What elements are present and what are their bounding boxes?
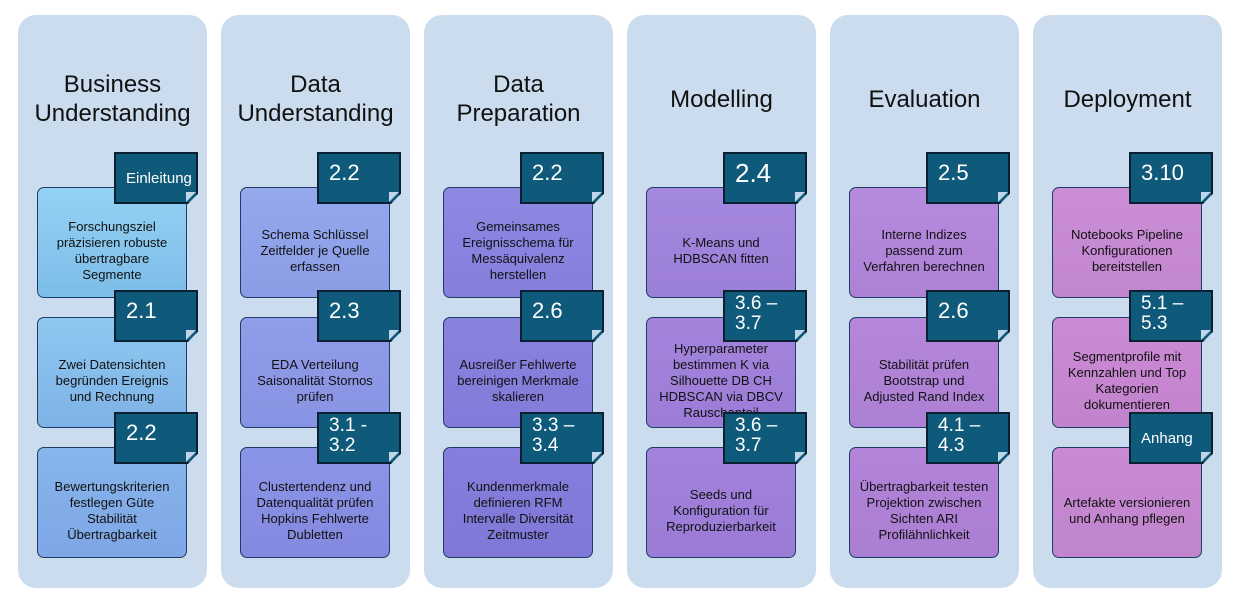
task-text: Stabilität prüfen Bootstrap und Adjusted…	[863, 356, 985, 404]
task-text: Gemeinsames Ereignisschema für Messäquiv…	[462, 218, 574, 282]
phase-title: Data Understanding	[237, 71, 394, 127]
section-tag: 2.3	[317, 290, 401, 342]
task-text: Hyperparameter bestimmen K via Silhouett…	[659, 340, 783, 420]
task-card: Ausreißer Fehlwerte bereinigen Merkmale …	[443, 317, 593, 428]
task-card: Übertragbarkeit testen Projektion zwisch…	[849, 447, 999, 558]
phase-column-data-understanding: Data Understanding Schema Schlüssel Zeit…	[221, 15, 410, 588]
task-text: Notebooks Pipeline Konfigurationen berei…	[1070, 226, 1184, 274]
section-tag: 2.1	[114, 290, 198, 342]
phase-title: Deployment	[1063, 85, 1192, 113]
task-text: Schema Schlüssel Zeitfelder je Quelle er…	[260, 226, 370, 274]
section-tag: 2.2	[520, 152, 604, 204]
phase-column-business-understanding: Business Understanding Forschungsziel pr…	[18, 15, 207, 588]
task-card: Seeds und Konfiguration für Reproduzierb…	[646, 447, 796, 558]
task-text: Forschungsziel präzisieren robuste übert…	[56, 218, 168, 282]
phase-title: Business Understanding	[34, 71, 191, 127]
task-card: Stabilität prüfen Bootstrap und Adjusted…	[849, 317, 999, 428]
phase-column-evaluation: Evaluation Interne Indizes passend zum V…	[830, 15, 1019, 588]
task-text: Interne Indizes passend zum Verfahren be…	[863, 226, 985, 274]
task-card: Interne Indizes passend zum Verfahren be…	[849, 187, 999, 298]
task-card: Clustertendenz und Datenqualität prüfen …	[240, 447, 390, 558]
phase-column-deployment: Deployment Notebooks Pipeline Konfigurat…	[1033, 15, 1222, 588]
section-tag: 2.4	[723, 152, 807, 204]
section-tag: Einleitung	[114, 152, 198, 204]
task-card: Forschungsziel präzisieren robuste übert…	[37, 187, 187, 298]
phase-title: Modelling	[670, 85, 773, 113]
section-tag: 3.6 – 3.7	[723, 290, 807, 342]
task-card: K-Means und HDBSCAN fitten	[646, 187, 796, 298]
task-text: Bewertungskriterien festlegen Güte Stabi…	[54, 478, 170, 542]
task-text: Clustertendenz und Datenqualität prüfen …	[256, 478, 374, 542]
task-text: Ausreißer Fehlwerte bereinigen Merkmale …	[457, 356, 579, 404]
task-card: Gemeinsames Ereignisschema für Messäquiv…	[443, 187, 593, 298]
section-tag: 2.5	[926, 152, 1010, 204]
section-tag: 2.6	[926, 290, 1010, 342]
section-tag: 5.1 – 5.3	[1129, 290, 1213, 342]
task-text: Übertragbarkeit testen Projektion zwisch…	[859, 478, 989, 542]
task-text: Zwei Datensichten begründen Ereignis und…	[55, 356, 169, 404]
section-tag: 3.1 - 3.2	[317, 412, 401, 464]
task-card: Artefakte versionieren und Anhang pflege…	[1052, 447, 1202, 558]
section-tag: Anhang	[1129, 412, 1213, 464]
section-tag: 3.6 – 3.7	[723, 412, 807, 464]
section-tag: 3.3 – 3.4	[520, 412, 604, 464]
phase-column-data-preparation: Data Preparation Gemeinsames Ereignissch…	[424, 15, 613, 588]
section-tag: 2.2	[317, 152, 401, 204]
section-tag: 4.1 – 4.3	[926, 412, 1010, 464]
task-text: Kundenmerkmale definieren RFM Intervalle…	[462, 478, 574, 542]
task-card: Schema Schlüssel Zeitfelder je Quelle er…	[240, 187, 390, 298]
task-text: EDA Verteilung Saisonalität Stornos prüf…	[257, 356, 373, 404]
task-card: Kundenmerkmale definieren RFM Intervalle…	[443, 447, 593, 558]
task-card: Notebooks Pipeline Konfigurationen berei…	[1052, 187, 1202, 298]
phase-title: Data Preparation	[456, 71, 581, 127]
task-card: Bewertungskriterien festlegen Güte Stabi…	[37, 447, 187, 558]
section-tag: 2.6	[520, 290, 604, 342]
section-tag: 2.2	[114, 412, 198, 464]
phase-column-modelling: Modelling K-Means und HDBSCAN fitten 2.4…	[627, 15, 816, 588]
task-text: Seeds und Konfiguration für Reproduzierb…	[666, 486, 776, 534]
task-text: Artefakte versionieren und Anhang pflege…	[1063, 494, 1191, 526]
section-tag: 3.10	[1129, 152, 1213, 204]
task-text: K-Means und HDBSCAN fitten	[673, 234, 769, 266]
task-text: Segmentprofile mit Kennzahlen und Top Ka…	[1067, 348, 1187, 412]
phase-title: Evaluation	[868, 85, 981, 113]
